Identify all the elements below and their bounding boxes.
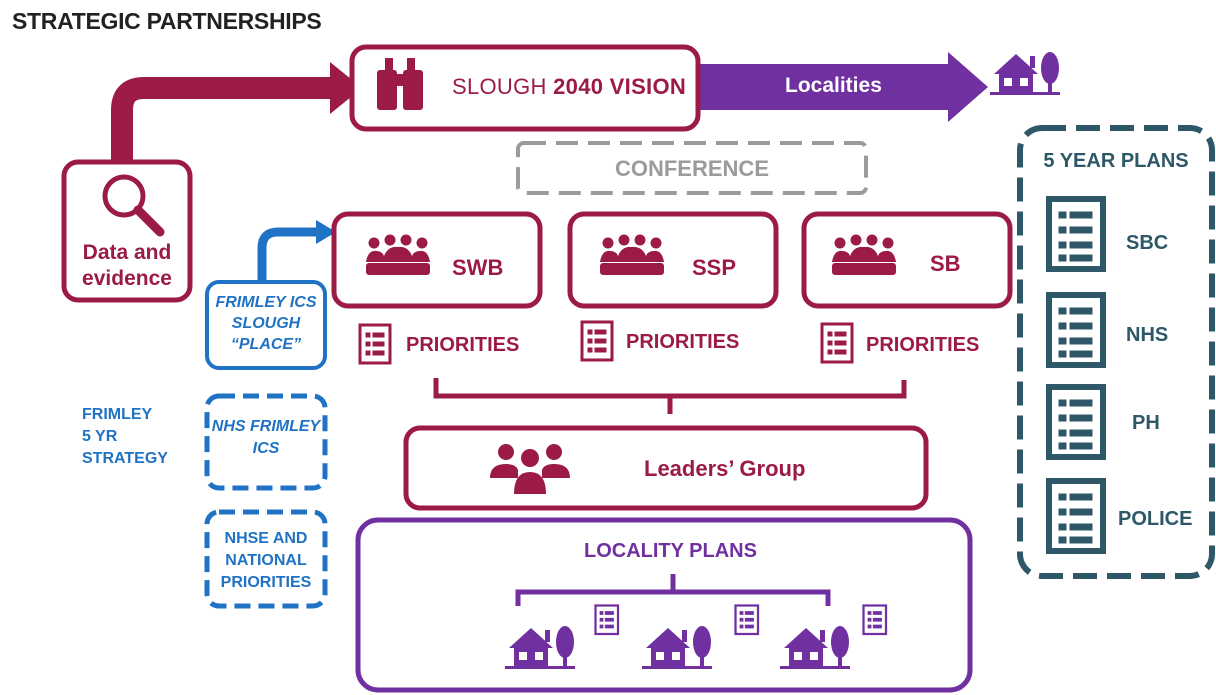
plan-item-sbc: SBC [1126, 232, 1169, 254]
frimley-place-label: FRIMLEY ICS SLOUGH “PLACE” [207, 292, 325, 355]
plan-item-police: POLICE [1118, 508, 1193, 530]
data-evidence-line2: evidence [82, 267, 172, 290]
locality-plans-label: LOCALITY PLANS [584, 540, 757, 562]
priorities-ssp: PRIORITIES [626, 331, 740, 353]
nhs-frimley-line1: NHS FRIMLEY [211, 418, 321, 435]
nhse-label: NHSE AND NATIONAL PRIORITIES [207, 528, 325, 594]
document-list-icon [1049, 295, 1103, 365]
document-list-icon [1049, 481, 1103, 551]
partnership-ssp: SSP [692, 255, 737, 280]
nhse-line3: PRIORITIES [220, 574, 312, 591]
plan-item-ph: PH [1132, 412, 1160, 434]
document-list-icon [1049, 387, 1103, 457]
document-list-icon [580, 320, 614, 362]
document-list-icon [820, 322, 854, 364]
frimley-place-line1: FRIMLEY ICS [215, 294, 317, 311]
nhs-frimley-line2: ICS [252, 440, 280, 457]
priorities-sb: PRIORITIES [866, 334, 980, 356]
five-year-plans-title: 5 YEAR PLANS [1043, 150, 1189, 172]
vision-bold: 2040 VISION [553, 74, 687, 99]
vision-prefix: SLOUGH [452, 74, 554, 99]
vision-label: SLOUGH 2040 VISION [452, 74, 686, 100]
partnership-swb: SWB [452, 255, 504, 280]
data-evidence-line1: Data and [82, 241, 172, 264]
frimley-strategy-label: FRIMLEY 5 YR STRATEGY [82, 404, 168, 470]
data-evidence-label: Data and evidence [64, 240, 190, 292]
partnership-sb: SB [930, 251, 961, 276]
magnifier-icon [102, 174, 165, 237]
document-list-icon [358, 323, 392, 365]
frimley-strategy-line1: FRIMLEY [82, 406, 153, 423]
localities-label: Localities [785, 74, 882, 97]
frimley-place-line2: SLOUGH [231, 315, 301, 332]
binoculars-icon [377, 58, 423, 110]
data-to-vision-arrow [111, 77, 332, 160]
page-title: STRATEGIC PARTNERSHIPS [12, 8, 322, 34]
nhs-frimley-label: NHS FRIMLEY ICS [207, 416, 325, 460]
priorities-swb: PRIORITIES [406, 334, 520, 356]
leaders-group-label: Leaders’ Group [644, 456, 806, 481]
nhse-line1: NHSE AND [224, 530, 308, 547]
frimley-place-line3: “PLACE” [230, 336, 302, 353]
conference-label: CONFERENCE [614, 156, 769, 181]
frimley-strategy-line3: STRATEGY [82, 450, 168, 467]
people-group-icon [490, 444, 570, 494]
house-tree-icon [990, 52, 1060, 95]
nhse-line2: NATIONAL [225, 552, 307, 569]
document-list-icon [1049, 199, 1103, 269]
plan-item-nhs: NHS [1126, 324, 1169, 346]
frimley-strategy-line2: 5 YR [82, 428, 118, 445]
localities-arrow [700, 64, 950, 110]
